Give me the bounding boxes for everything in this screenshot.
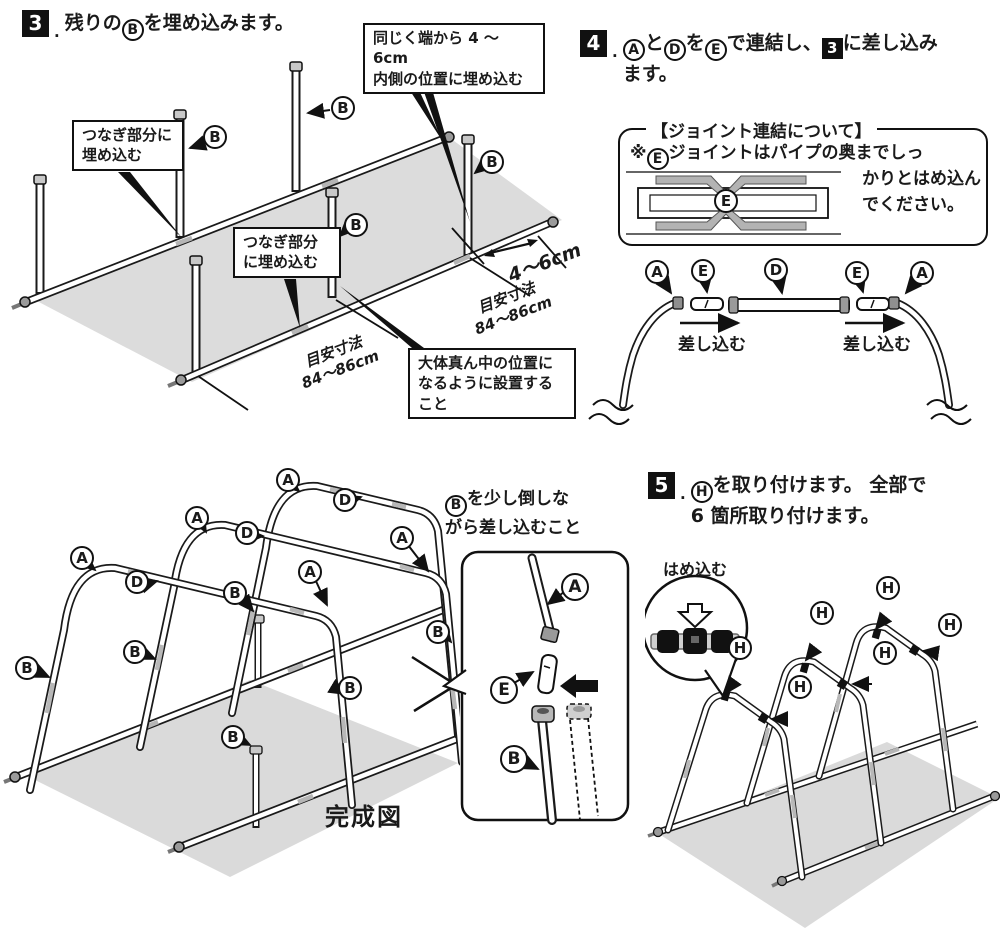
step5-label-h-1: H bbox=[876, 576, 900, 600]
part-b-inline-icon: B bbox=[445, 494, 467, 517]
post-b3 bbox=[289, 61, 303, 192]
step4-dot: . bbox=[612, 43, 618, 61]
assembly-label-d-2: D bbox=[235, 521, 259, 545]
post-b1 bbox=[33, 174, 47, 294]
part-b-inline-icon: B bbox=[121, 19, 144, 42]
post-b6 bbox=[189, 255, 203, 374]
pipe-label-a-left: A bbox=[645, 260, 669, 284]
assembly-label-a-1: A bbox=[70, 546, 94, 570]
part-h-inline-icon: H bbox=[690, 481, 713, 504]
assembly-diagram bbox=[3, 474, 460, 877]
assembly-caption: 完成図 bbox=[325, 803, 403, 831]
pipe-label-d: D bbox=[764, 258, 788, 282]
callout-joint-upper: つなぎ部分に 埋め込む bbox=[72, 120, 184, 171]
step4-pipes-diagram bbox=[588, 274, 972, 425]
part-e-inline-icon: E bbox=[704, 39, 727, 62]
part-d-inline-icon: D bbox=[663, 39, 686, 62]
step5-label-h-3: H bbox=[938, 613, 962, 637]
part-label-b-4: B bbox=[344, 213, 368, 237]
joint-box-title: 【ジョイント連結について】 bbox=[646, 117, 877, 142]
part-e-inline-icon: E bbox=[646, 148, 669, 170]
d-pipe bbox=[728, 298, 850, 312]
step3-number: 3 bbox=[22, 10, 49, 37]
assembly-label-b-6: B bbox=[221, 725, 245, 749]
part-label-b-3: B bbox=[480, 150, 504, 174]
insert-text-left: 差し込む bbox=[678, 335, 746, 355]
post-b4 bbox=[461, 134, 475, 256]
assembly-label-a-4: A bbox=[298, 560, 322, 584]
detail-illustration bbox=[441, 550, 630, 825]
pipe-label-a-right: A bbox=[910, 261, 934, 285]
callout-center: 大体真ん中の位置に なるように設置すること bbox=[408, 348, 576, 419]
joint-e-label: E bbox=[714, 189, 738, 213]
step5-label-h-6: H bbox=[788, 675, 812, 699]
step3-ref-icon: 3 bbox=[821, 38, 843, 60]
assembly-label-b-5: B bbox=[426, 620, 450, 644]
step5-diagram bbox=[645, 574, 1000, 928]
callout-joint-lower: つなぎ部分 に埋め込む bbox=[233, 227, 341, 278]
balloon-text: はめ込む bbox=[662, 560, 727, 579]
joint-cross-section bbox=[626, 171, 841, 235]
detail-label-e: E bbox=[490, 676, 518, 704]
part-label-b-2: B bbox=[331, 96, 355, 120]
step5-dot: . bbox=[680, 485, 686, 503]
assembly-label-d-1: D bbox=[125, 570, 149, 594]
assembly-label-a-5: A bbox=[390, 526, 414, 550]
detail-label-a: A bbox=[561, 573, 589, 601]
joint-note-line2: かりとはめ込ん でください。 bbox=[862, 169, 981, 216]
assembly-section: A A A A A D D D B B B B B B 完成図 bbox=[0, 445, 460, 932]
assembly-label-b-1: B bbox=[15, 656, 39, 680]
part-a-inline-icon: A bbox=[622, 39, 645, 62]
assembly-label-a-2: A bbox=[185, 506, 209, 530]
step3-dot: . bbox=[54, 23, 60, 41]
step5-label-h-4: H bbox=[728, 636, 752, 660]
callout-edge: 同じく端から 4 〜 6cm 内側の位置に埋め込む bbox=[363, 23, 545, 94]
step4-number: 4 bbox=[580, 30, 607, 57]
assembly-label-b-4: B bbox=[338, 676, 362, 700]
step5-number: 5 bbox=[648, 472, 675, 499]
insert-text-right: 差し込む bbox=[843, 335, 911, 355]
step5-label-h-2: H bbox=[810, 601, 834, 625]
assembly-label-b-2: B bbox=[123, 640, 147, 664]
detail-label-b: B bbox=[500, 745, 528, 773]
step5-label-h-5: H bbox=[873, 641, 897, 665]
pipe-label-e-right: E bbox=[845, 261, 869, 285]
pipe-label-e-left: E bbox=[691, 259, 715, 283]
part-label-b-1: B bbox=[203, 125, 227, 149]
assembly-label-d-3: D bbox=[333, 488, 357, 512]
assembly-label-b-3: B bbox=[223, 581, 247, 605]
assembly-label-a-3: A bbox=[276, 468, 300, 492]
